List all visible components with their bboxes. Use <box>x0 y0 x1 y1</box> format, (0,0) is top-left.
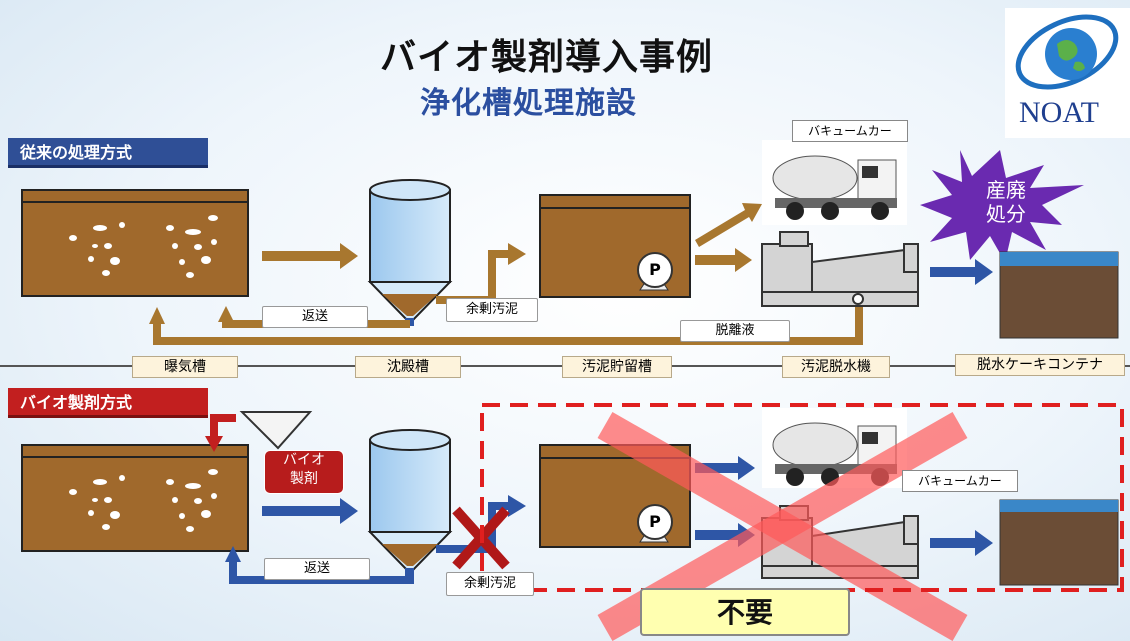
bio-agent-hopper <box>239 411 313 450</box>
aeration-tank-top <box>21 189 249 297</box>
noat-logo: NOAT <box>1005 8 1130 138</box>
cake-container-bottom <box>999 499 1119 586</box>
dosing-arrow <box>210 414 236 438</box>
page-title: バイオ製剤導入事例 <box>380 37 714 78</box>
excess-sludge-label-top: 余剰汚泥 <box>446 298 538 322</box>
filtrate-label: 脱離液 <box>680 320 790 342</box>
bio-agent-label: バイオ 製剤 <box>264 450 344 494</box>
pump-icon-top: P <box>637 252 673 288</box>
stage-cake-container: 脱水ケーキコンテナ <box>955 354 1125 376</box>
industrial-disposal-burst <box>920 150 1084 262</box>
logo-text: NOAT <box>1019 96 1099 129</box>
air-bubbles-top <box>69 215 218 278</box>
page-subtitle: 浄化槽処理施設 <box>420 86 637 121</box>
pump-icon-bottom: P <box>637 504 673 540</box>
unnecessary-banner: 不要 <box>640 588 850 636</box>
aeration-tank-bottom <box>21 444 249 552</box>
return-arrow-bottom <box>225 546 414 584</box>
section-conventional: 従来の処理方式 <box>8 138 208 168</box>
flow-arrow <box>695 203 762 247</box>
flow-arrow <box>695 248 752 272</box>
dewatering-machine-top <box>761 231 919 307</box>
excess-sludge-label-bottom: 余剰汚泥 <box>446 572 534 596</box>
unnecessary-zone-frame <box>480 403 1124 592</box>
section-bio: バイオ製剤方式 <box>8 388 208 418</box>
vacuum-car-label-top: バキュームカー <box>792 120 908 142</box>
cake-container-top <box>999 251 1119 339</box>
globe-icon <box>1015 14 1119 90</box>
return-label-bottom: 返送 <box>264 558 370 580</box>
flow-arrow <box>695 456 755 480</box>
vacuum-truck-bottom <box>762 408 907 488</box>
vacuum-car-label-bottom: バキュームカー <box>902 470 1018 492</box>
stage-dewatering: 汚泥脱水機 <box>782 356 890 378</box>
air-bubbles-bottom <box>69 469 218 532</box>
industrial-disposal-label: 産廃 処分 <box>986 178 1026 226</box>
stage-settling: 沈殿槽 <box>355 356 461 378</box>
stage-aeration: 曝気槽 <box>132 356 238 378</box>
stage-storage: 汚泥貯留槽 <box>562 356 672 378</box>
vacuum-truck-top <box>762 140 907 225</box>
settling-tank-top <box>367 179 453 326</box>
flow-arrow <box>262 498 358 524</box>
settling-tank-bottom <box>367 429 453 576</box>
return-label-top: 返送 <box>262 306 368 328</box>
flow-arrow <box>930 259 993 285</box>
flow-arrow <box>262 243 358 269</box>
flow-arrow <box>930 530 993 556</box>
